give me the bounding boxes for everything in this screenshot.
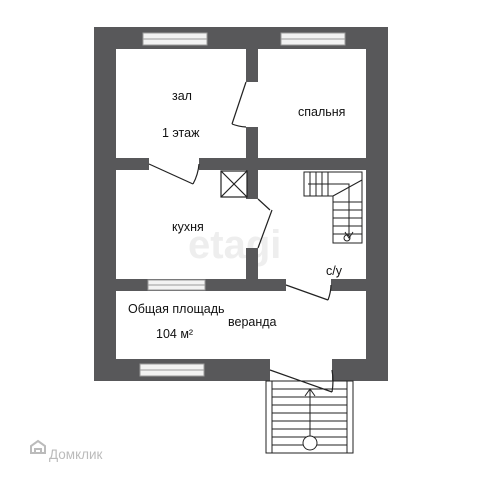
interior-stairs [303,171,363,244]
brand-name: Домклик [49,447,103,462]
floor-label: 1 этаж [162,126,200,140]
room-label-kitchen: кухня [172,220,204,234]
room-label-bathroom: с/у [326,264,343,278]
total-area-label: Общая площадь [128,302,225,316]
watermark: etagi [188,223,281,267]
room-label-bedroom: спальня [298,105,345,119]
total-area-value: 104 м² [156,327,193,341]
vent-shaft [220,170,248,198]
room-label-hall: зал [172,89,192,103]
entrance-steps [265,380,354,454]
doors [148,81,334,393]
domclick-logo-icon [30,439,46,454]
room-label-veranda: веранда [228,315,277,329]
